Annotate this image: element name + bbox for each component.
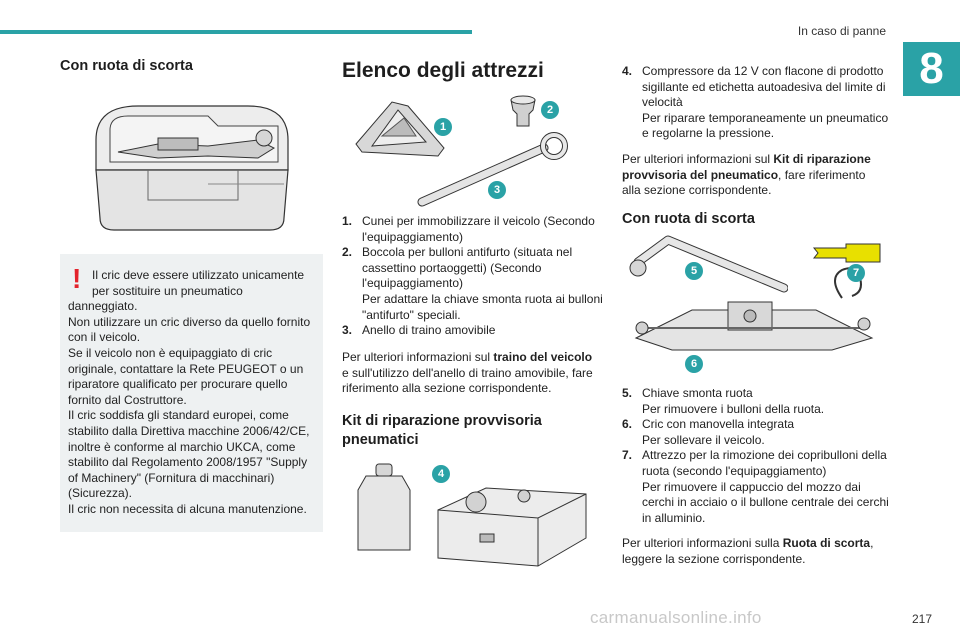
spare-wheel-link-text: Ruota di scorta	[782, 536, 871, 550]
wheel-chock-illustration	[355, 101, 445, 157]
spare-wheel-title: Con ruota di scorta	[622, 211, 755, 227]
callout-badge-4: 4	[432, 465, 450, 483]
left-section-title: Con ruota di scorta	[60, 58, 193, 74]
towing-eye-illustration	[417, 132, 568, 207]
callout-badge-5: 5	[685, 262, 703, 280]
wheel-wrench-illustration	[629, 235, 788, 293]
jack-illustration	[634, 301, 874, 351]
tools-list-title: Elenco degli attrezzi	[342, 59, 544, 82]
warning-icon: !	[72, 263, 82, 294]
repair-kit-title: Kit di riparazione provvisoria pneumatic…	[342, 413, 542, 448]
spare-wheel-tray-illustration	[95, 105, 289, 231]
callout-badge-1: 1	[434, 118, 452, 136]
warning-first-line: Il cric deve essere utilizzato unicament…	[92, 268, 305, 298]
tools-list-5-7: 5.Chiave smonta ruota Per rimuovere i bu…	[622, 386, 892, 526]
list-item: 3.Anello di traino amovibile	[342, 323, 496, 338]
callout-badge-6: 6	[685, 355, 703, 373]
repair-kit-info-paragraph: Per ulteriori informazioni sul Kit di ri…	[622, 152, 871, 198]
warning-box: ! Il cric deve essere utilizzato unicame…	[60, 254, 323, 532]
warning-body: danneggiato. Non utilizzare un cric dive…	[68, 299, 311, 516]
list-item: 7.Attrezzo per la rimozione dei copribul…	[622, 448, 889, 525]
callout-badge-3: 3	[488, 181, 506, 199]
list-item: 5.Chiave smonta ruota Per rimuovere i bu…	[622, 386, 825, 416]
antitheft-socket-illustration	[510, 95, 536, 127]
tools-list-4: 4.Compressore da 12 V con flacone di pro…	[622, 64, 892, 142]
repair-kit-link-text: Kit di riparazione provvisoria del pneum…	[622, 152, 871, 182]
callout-badge-2: 2	[541, 101, 559, 119]
list-item: 2.Boccola per bulloni antifurto (situata…	[342, 245, 603, 322]
towing-link-text: traino del veicolo	[493, 350, 593, 364]
page-number: 217	[911, 612, 932, 626]
list-item: 1.Cunei per immobilizzare il veicolo (Se…	[342, 214, 595, 244]
tools-list-1-3: 1.Cunei per immobilizzare il veicolo (Se…	[342, 214, 604, 339]
list-item: 6.Cric con manovella integrata Per solle…	[622, 417, 795, 447]
chapter-title: In caso di panne	[797, 24, 886, 38]
watermark: carmanualsonline.info	[590, 608, 762, 627]
list-item: 4.Compressore da 12 V con flacone di pro…	[622, 64, 889, 141]
compressor-illustration	[437, 487, 587, 567]
towing-info-paragraph: Per ulteriori informazioni sul traino de…	[342, 350, 593, 396]
spare-wheel-info-paragraph: Per ulteriori informazioni sulla Ruota d…	[622, 536, 874, 566]
sealant-bottle-illustration	[357, 463, 411, 551]
chapter-number: 8	[903, 42, 960, 96]
callout-badge-7: 7	[847, 264, 865, 282]
header-accent-bar	[0, 30, 472, 34]
